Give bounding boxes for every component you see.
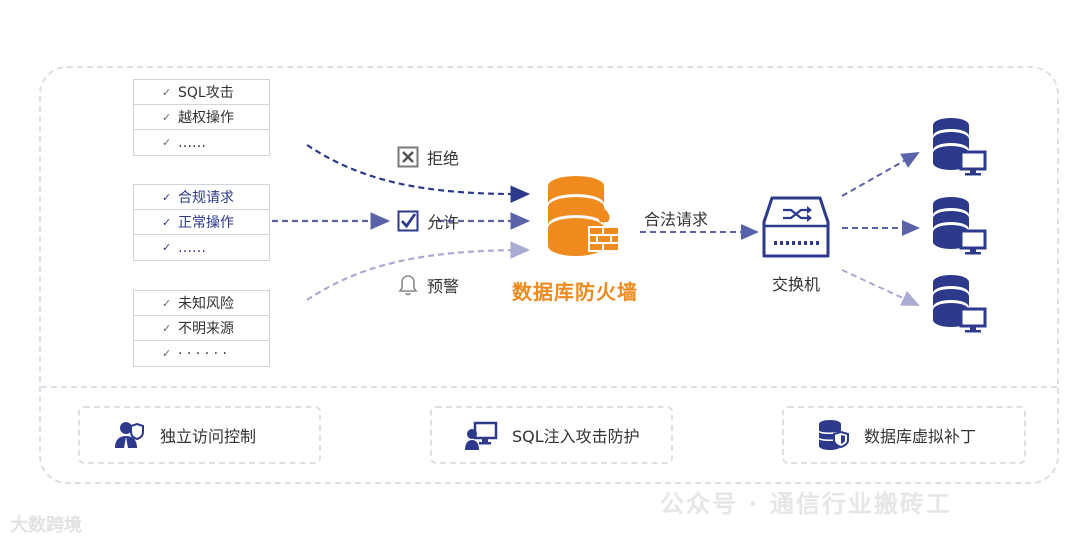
capability-virtual-patch: 数据库虚拟补丁 <box>782 406 1026 464</box>
allow-check-icon <box>397 210 419 232</box>
check-icon: ✓ <box>162 136 172 149</box>
firewall-label: 数据库防火墙 <box>512 280 638 304</box>
list-item: ✓…… <box>162 134 206 151</box>
user-monitor-icon <box>465 421 498 450</box>
diagram-frame <box>39 66 1059 484</box>
reject-action: 拒绝 <box>397 145 459 169</box>
normal-request-list: ✓合规请求 ✓正常操作 ✓…… <box>133 184 270 261</box>
unknown-request-list: ✓未知风险 ✓不明来源 ✓· · · · · · <box>133 290 270 367</box>
check-icon: ✓ <box>162 347 172 360</box>
list-item: ✓合规请求 <box>134 185 269 210</box>
allow-label: 允许 <box>427 213 460 232</box>
capability-label: 独立访问控制 <box>160 427 257 446</box>
capability-label: 数据库虚拟补丁 <box>864 427 977 446</box>
capability-sql-injection: SQL注入攻击防护 <box>430 406 673 464</box>
list-item: ✓未知风险 <box>134 291 269 316</box>
section-divider <box>41 386 1057 388</box>
firewall-database-icon <box>548 176 620 256</box>
capability-label: SQL注入攻击防护 <box>512 427 640 446</box>
warn-label: 预警 <box>427 277 460 296</box>
check-icon: ✓ <box>162 85 172 99</box>
reject-box-icon <box>397 146 419 168</box>
list-item: ✓不明来源 <box>134 316 269 341</box>
user-shield-icon <box>115 422 144 448</box>
capability-access-control: 独立访问控制 <box>78 406 321 464</box>
database-server-icon-3 <box>933 275 987 333</box>
check-icon: ✓ <box>162 110 172 124</box>
bell-icon <box>398 275 418 296</box>
check-icon: ✓ <box>162 296 172 310</box>
check-icon: ✓ <box>162 321 172 335</box>
list-item: ✓…… <box>162 239 206 256</box>
warn-arrow <box>306 241 531 301</box>
list-item: ✓越权操作 <box>134 105 269 130</box>
switch-label: 交换机 <box>772 275 821 294</box>
database-server-icon-2 <box>933 197 987 255</box>
list-item: ✓正常操作 <box>134 210 269 235</box>
check-icon: ✓ <box>162 241 172 254</box>
check-icon: ✓ <box>162 190 172 204</box>
switch-icon <box>762 196 830 258</box>
check-icon: ✓ <box>162 215 172 229</box>
threat-request-list: ✓SQL攻击 ✓越权操作 ✓…… <box>133 79 270 156</box>
warn-action: 预警 <box>397 273 459 297</box>
database-shield-icon <box>818 420 849 450</box>
reject-label: 拒绝 <box>427 149 460 168</box>
switch-to-db3-arrow <box>841 269 920 306</box>
list-item: ✓SQL攻击 <box>134 80 269 105</box>
reject-arrow <box>306 144 531 203</box>
allow-action: 允许 <box>397 209 459 233</box>
legal-request-label: 合法请求 <box>644 210 709 229</box>
list-item: ✓· · · · · · <box>162 345 227 362</box>
watermark-logo-text: 大数跨境 <box>10 515 82 536</box>
watermark-text: 公众号 · 通信行业搬砖工 <box>660 490 952 518</box>
database-server-icon-1 <box>933 118 987 176</box>
switch-to-db1-arrow <box>841 152 920 197</box>
